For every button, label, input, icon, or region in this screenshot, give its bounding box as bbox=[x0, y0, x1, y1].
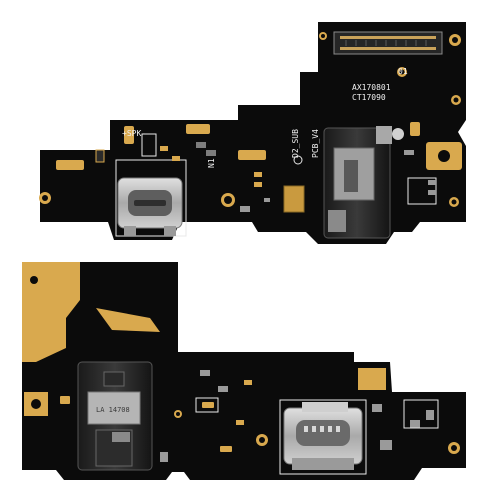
top-board: 01 AX170801 CT17090 D2_SUB PCB_V4 +SPK- … bbox=[39, 22, 466, 244]
part-number-label: AX170801 bbox=[352, 83, 391, 92]
revision-label: 01 bbox=[398, 67, 408, 76]
board-id-label: D2_SUB bbox=[291, 129, 300, 158]
part-number-label: CT17090 bbox=[352, 93, 386, 102]
board-id-label: PCB_V4 bbox=[311, 129, 320, 158]
top-smd-components bbox=[95, 142, 436, 212]
flex-connector bbox=[333, 31, 443, 55]
microphone bbox=[283, 185, 305, 213]
speaker-label: +SPK- bbox=[122, 129, 146, 138]
usb-c-port bbox=[117, 177, 183, 236]
headphone-jack bbox=[323, 126, 404, 239]
marker-label: N1 bbox=[207, 158, 216, 168]
bottom-smd-components bbox=[160, 370, 434, 462]
bottom-silkscreen-outlines bbox=[195, 397, 439, 475]
bottom-board: LA 14708 bbox=[22, 262, 466, 480]
headphone-jack: LA 14708 bbox=[77, 361, 153, 471]
usb-c-port bbox=[283, 402, 363, 470]
jack-label: LA 14708 bbox=[96, 406, 130, 414]
bottom-copper-plane bbox=[22, 262, 460, 454]
